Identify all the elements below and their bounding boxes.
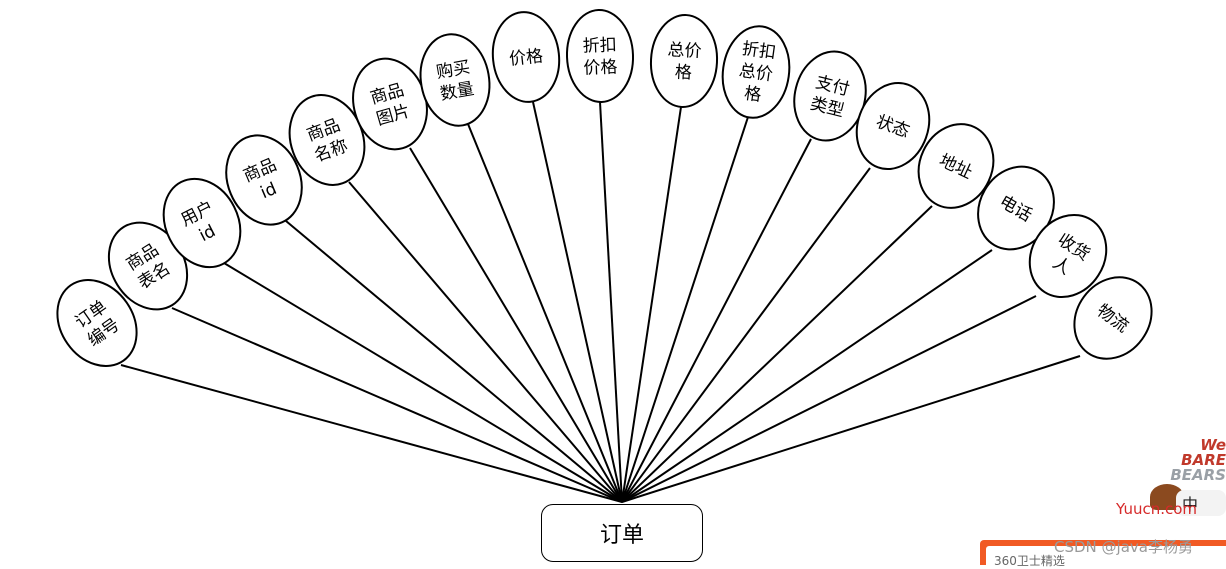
attribute-ellipse: [1073, 276, 1153, 360]
attribute-label: 折扣: [741, 39, 777, 64]
connector-line: [409, 147, 623, 503]
attribute-label: id: [258, 179, 280, 203]
connector-line: [467, 123, 623, 503]
sticker-url: Yuucn.com: [1116, 500, 1198, 518]
attribute-label: 格: [743, 84, 763, 106]
connector-line: [621, 355, 1081, 503]
attribute-ellipse: [721, 25, 791, 119]
sticker-badge[interactable]: 中: [1176, 490, 1226, 516]
csdn-watermark: CSDN @java李杨勇: [1054, 538, 1193, 556]
connector-line: [599, 101, 623, 503]
attribute-node[interactable]: 物流: [1059, 262, 1168, 374]
attribute-ellipse: [649, 14, 719, 108]
connector-line: [621, 249, 993, 503]
attribute-label: 价格: [508, 46, 544, 69]
connector-line: [621, 295, 1037, 503]
attribute-ellipse: [1028, 213, 1108, 299]
attribute-node[interactable]: 电话: [963, 153, 1068, 263]
attribute-label: 价格: [583, 57, 618, 78]
connector-line: [348, 181, 623, 503]
connector-line: [120, 364, 623, 503]
connector-line: [621, 205, 933, 503]
attribute-label: 折扣: [582, 35, 617, 56]
attribute-ellipse: [162, 177, 242, 269]
connector-line: [171, 307, 623, 503]
connector-line: [621, 167, 871, 503]
attribute-ellipse: [565, 9, 635, 103]
entity-order[interactable]: 订单: [541, 504, 703, 562]
connector-lines: [120, 101, 1081, 503]
attribute-ellipse: [56, 279, 138, 367]
attribute-label: 总价: [667, 40, 702, 62]
sticker-logo: We BARE BEARS: [1160, 436, 1226, 483]
attribute-label: 格: [674, 63, 692, 84]
connector-line: [621, 116, 749, 503]
connector-line: [285, 220, 623, 503]
we-bare-bears-sticker: We BARE BEARS 中: [1148, 432, 1226, 527]
attribute-node[interactable]: 状态: [845, 73, 941, 180]
attribute-ellipse: [491, 11, 561, 103]
attribute-ellipse: [855, 81, 931, 171]
attribute-node[interactable]: 收货人: [1014, 200, 1121, 311]
attribute-node[interactable]: 价格: [488, 9, 563, 105]
connector-line: [621, 106, 682, 503]
sticker-badge-text: 中: [1182, 495, 1199, 514]
sticker-logo-top: We BARE: [1181, 436, 1226, 469]
attribute-label: 总价: [738, 61, 774, 86]
connector-line: [621, 138, 812, 503]
bottom-popup-bar[interactable]: 360卫士精选: [980, 540, 1226, 568]
attribute-node[interactable]: 总价格: [649, 13, 720, 108]
attribute-node[interactable]: 地址: [905, 112, 1007, 220]
connector-line: [532, 101, 623, 503]
entity-label: 订单: [599, 523, 644, 548]
sticker-logo-bottom: BEARS: [1170, 466, 1226, 484]
connector-line: [223, 262, 623, 503]
attribute-ellipse: [419, 33, 491, 127]
attribute-ellipse: [917, 123, 995, 209]
attribute-ellipse: [225, 134, 303, 226]
attribute-nodes: 订单编号商品表名用户id商品id商品名称商品图片购买数量价格折扣价格总价格折扣总…: [41, 9, 1168, 382]
